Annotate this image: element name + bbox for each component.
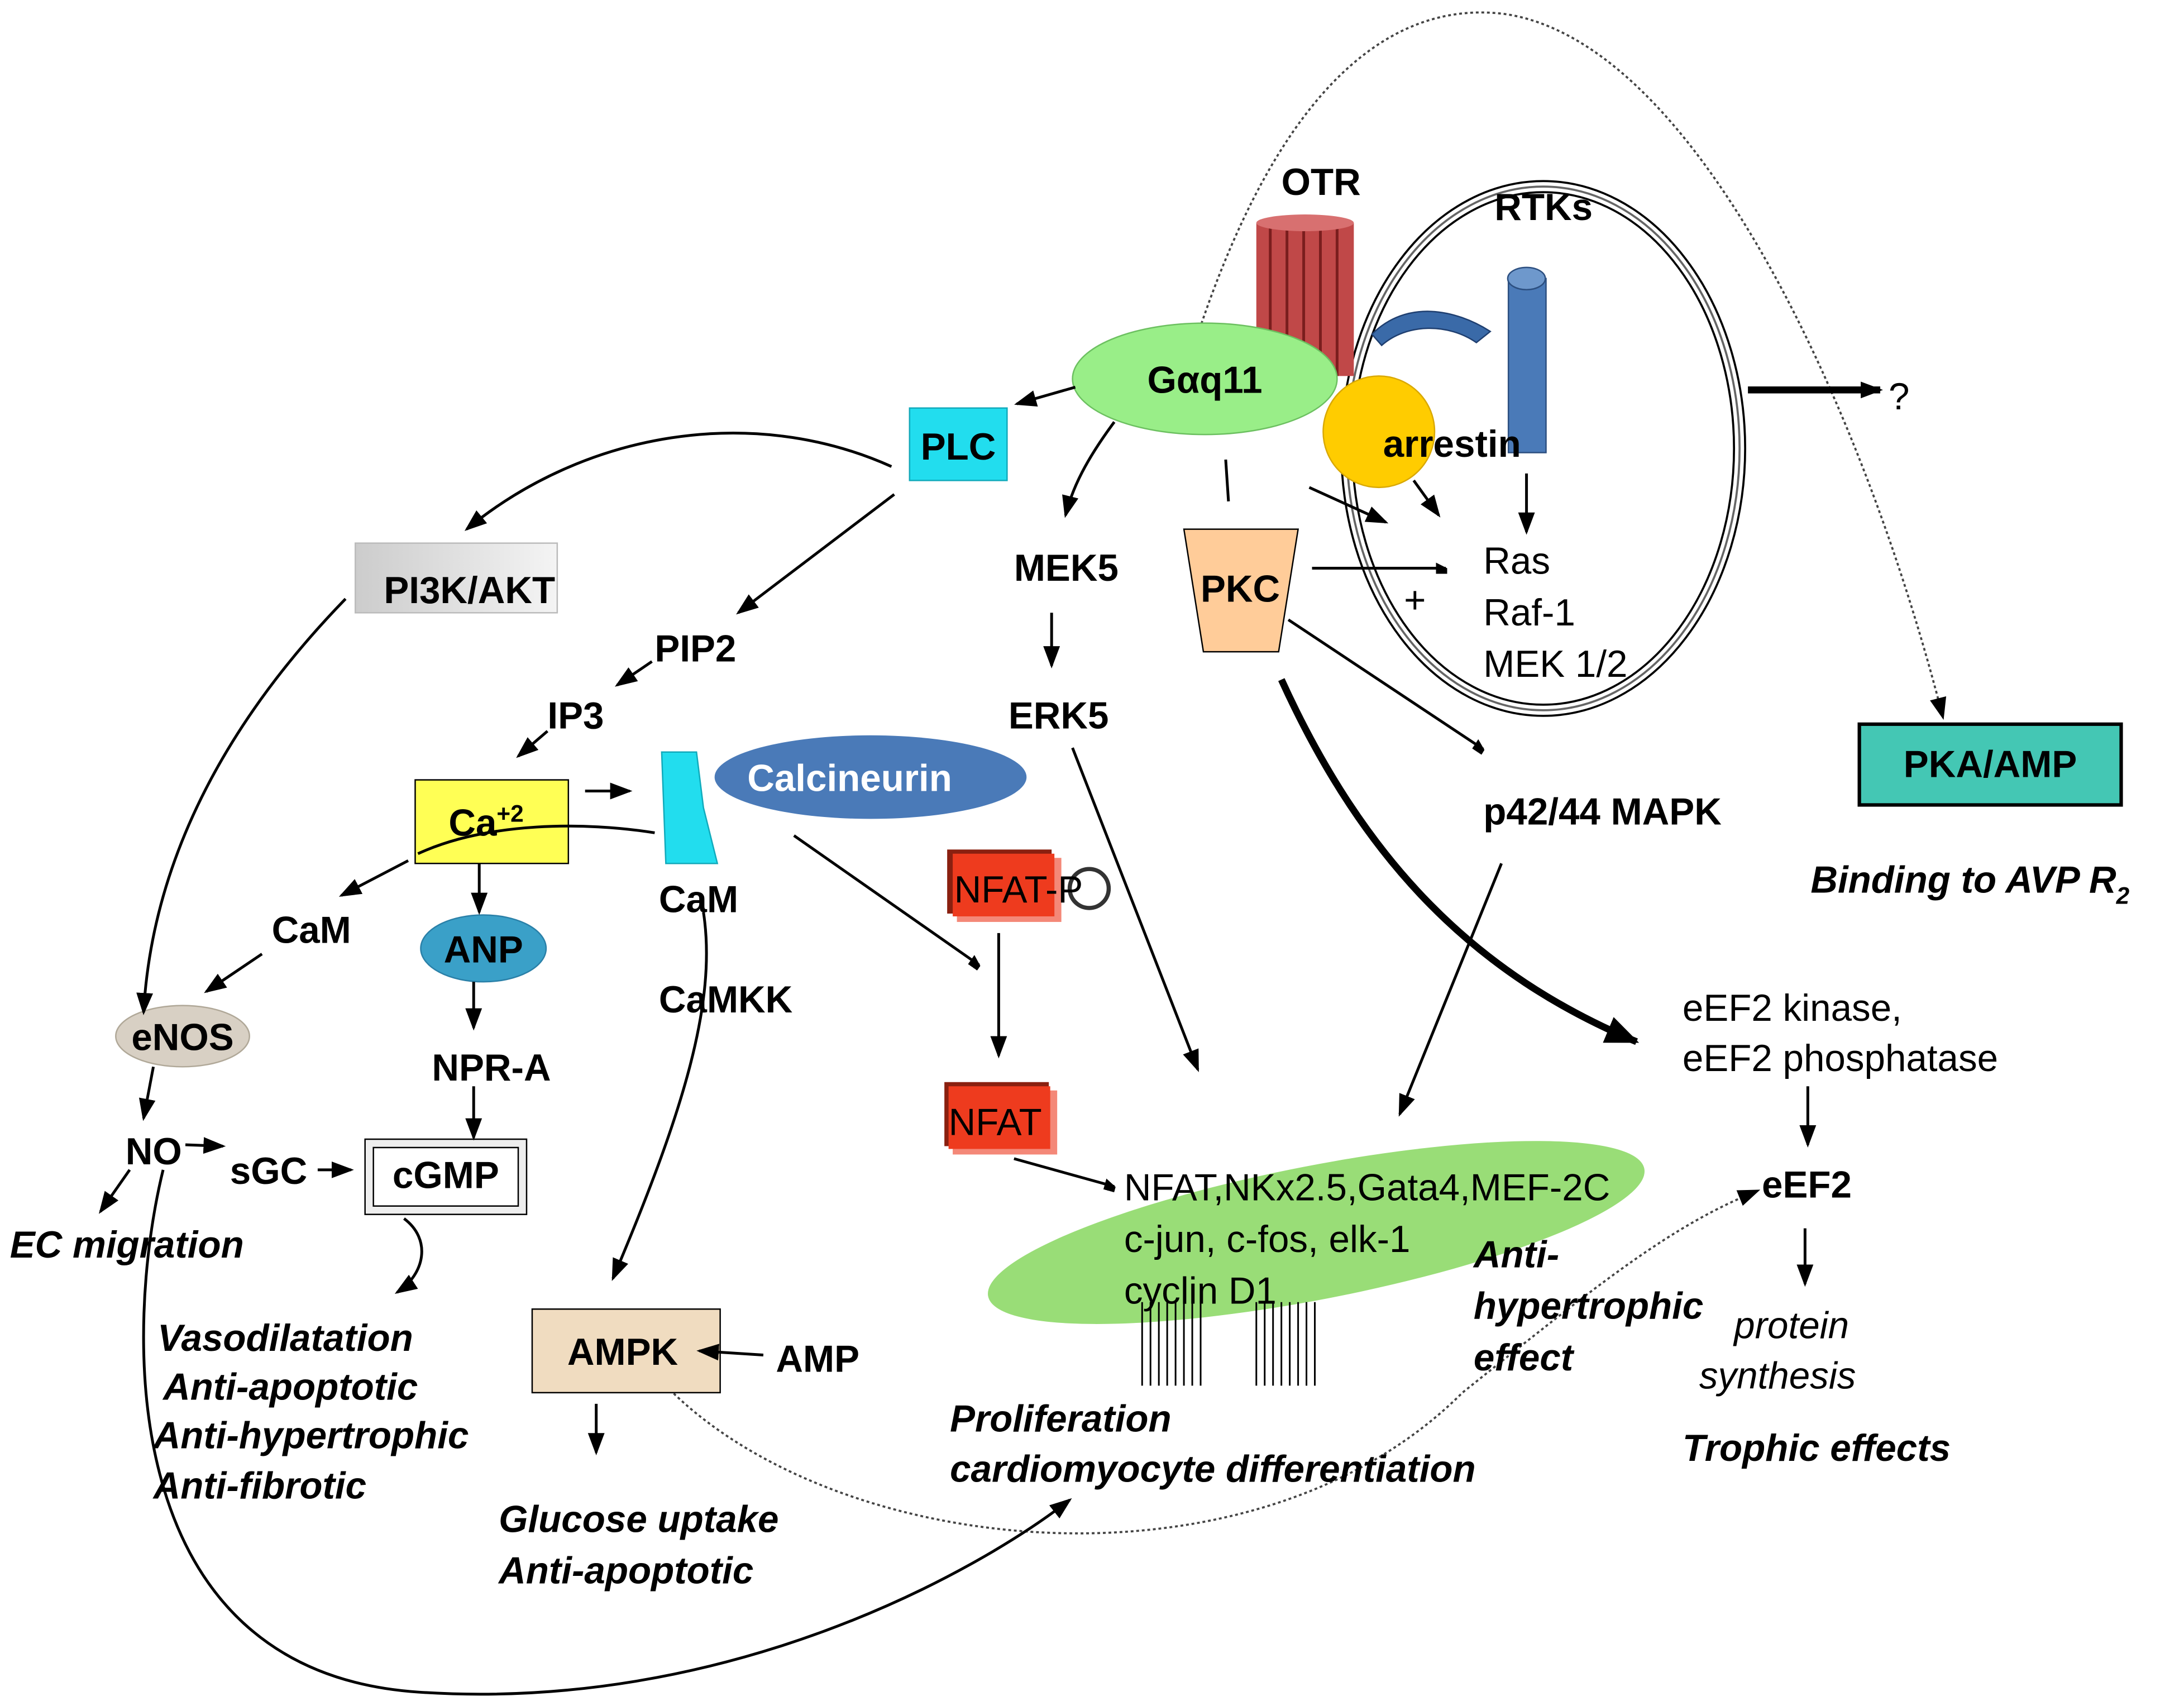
gaq11-label: Gαq11 <box>1147 359 1262 401</box>
dna-icon <box>1141 1302 1316 1386</box>
p4244-mapk-label: p42/44 MAPK <box>1483 791 1722 833</box>
protein-synthesis-label: protein <box>1733 1305 1849 1347</box>
nfat-label: NFAT <box>949 1102 1042 1144</box>
ampk-node <box>531 1308 721 1394</box>
eef2-kinase-label: eEF2 kinase, <box>1683 987 1902 1029</box>
eef2-label: eEF2 <box>1762 1164 1852 1206</box>
nfat-node <box>944 1082 1058 1155</box>
nfat-p-label: NFAT-P <box>954 869 1083 911</box>
calcium-node <box>414 779 570 864</box>
cgmp-label: cGMP <box>393 1154 499 1196</box>
ip3-label: IP3 <box>547 695 604 737</box>
no-label: NO <box>126 1131 182 1173</box>
nfat-p-node <box>947 849 1111 922</box>
calcineurin-node <box>714 735 1027 819</box>
cam-channel-label: CaM <box>659 878 738 920</box>
anp-label: ANP <box>444 929 523 971</box>
cgmp-node <box>364 1138 528 1215</box>
pka-amp-label: PKA/AMP <box>1904 744 2077 786</box>
ec-migration-label: EC migration <box>10 1224 244 1266</box>
sgc-label: sGC <box>230 1150 307 1192</box>
npr-a-label: NPR-A <box>432 1047 551 1089</box>
pkc-label: PKC <box>1201 568 1280 610</box>
plc-label: PLC <box>921 426 996 468</box>
otr-receptor-icon <box>1256 214 1354 376</box>
binding-avp-label: Binding to AVP R2 <box>1810 859 2129 909</box>
transactivation-arrow-icon <box>1371 310 1492 347</box>
arrestin-node <box>1322 375 1436 489</box>
transcription-factors-line3: cyclin D1 <box>1124 1270 1277 1312</box>
rtks-label: RTKs <box>1494 187 1593 228</box>
pkc-node <box>1183 528 1299 653</box>
protein-synthesis-label: synthesis <box>1699 1355 1856 1397</box>
plc-node <box>909 407 1008 481</box>
ampk-label: AMPK <box>567 1331 678 1373</box>
effect-line: Anti-fibrotic <box>152 1465 366 1507</box>
vasodilatation-effects: Vasodilatation Anti-apoptotic Anti-hyper… <box>152 1317 469 1507</box>
calcineurin-label: Calcineurin <box>747 758 952 800</box>
effect-line: Anti-apoptotic <box>162 1366 418 1408</box>
ampk-anti-apoptotic-label: Anti-apoptotic <box>498 1550 753 1592</box>
nucleus-ellipse <box>988 1141 1645 1324</box>
pka-amp-node <box>1857 722 2123 807</box>
mek5-label: MEK5 <box>1014 547 1119 589</box>
effect-line: Anti-hypertrophic <box>152 1415 469 1457</box>
ras-label: Ras <box>1483 540 1550 582</box>
anti-hypertrophic-label: effect <box>1474 1337 1575 1379</box>
plus-sign: + <box>1404 579 1426 621</box>
anti-hypertrophic-label: hypertrophic <box>1474 1286 1704 1327</box>
pi3k-akt-label: PI3K/AKT <box>384 570 555 611</box>
glucose-uptake-label: Glucose uptake <box>499 1498 778 1540</box>
pathway-arrows <box>98 381 1884 1696</box>
raf1-label: Raf-1 <box>1483 592 1575 634</box>
unknown-target-label: ? <box>1889 376 1909 418</box>
gaq11-node <box>1072 322 1338 436</box>
transcription-factors-line1: NFAT,NKx2.5,Gata4,MEF-2C <box>1124 1167 1610 1209</box>
erk5-label: ERK5 <box>1009 695 1109 737</box>
trophic-effects-label: Trophic effects <box>1683 1427 1951 1469</box>
anp-node <box>420 914 547 983</box>
pi3k-akt-node <box>354 542 558 614</box>
proliferation-label: Proliferation <box>950 1398 1172 1440</box>
cam-channel-icon <box>661 751 719 864</box>
enos-label: eNOS <box>131 1016 233 1058</box>
otr-to-pka-curve <box>1197 11 1947 720</box>
arrestin-label: arrestin <box>1383 423 1521 465</box>
rtk-receptor-icon <box>1507 266 1547 453</box>
ca-cam-curve <box>417 824 655 856</box>
enos-node <box>115 1005 250 1068</box>
camkk-label: CaMKK <box>659 979 792 1021</box>
otr-label: OTR <box>1282 161 1361 203</box>
ampk-to-eef2-curve <box>665 1189 1761 1535</box>
anti-hypertrophic-label: Anti- <box>1473 1234 1559 1275</box>
transcription-factors-line2: c-jun, c-fos, elk-1 <box>1124 1218 1411 1260</box>
mek12-label: MEK 1/2 <box>1483 643 1627 685</box>
differentiation-label: cardiomyocyte differentiation <box>950 1448 1476 1490</box>
pip2-label: PIP2 <box>654 628 736 670</box>
amp-label: AMP <box>776 1338 859 1380</box>
effect-line: Vasodilatation <box>157 1317 413 1359</box>
cam-left-label: CaM <box>272 909 351 951</box>
eef2-phosphatase-label: eEF2 phosphatase <box>1683 1038 1998 1079</box>
